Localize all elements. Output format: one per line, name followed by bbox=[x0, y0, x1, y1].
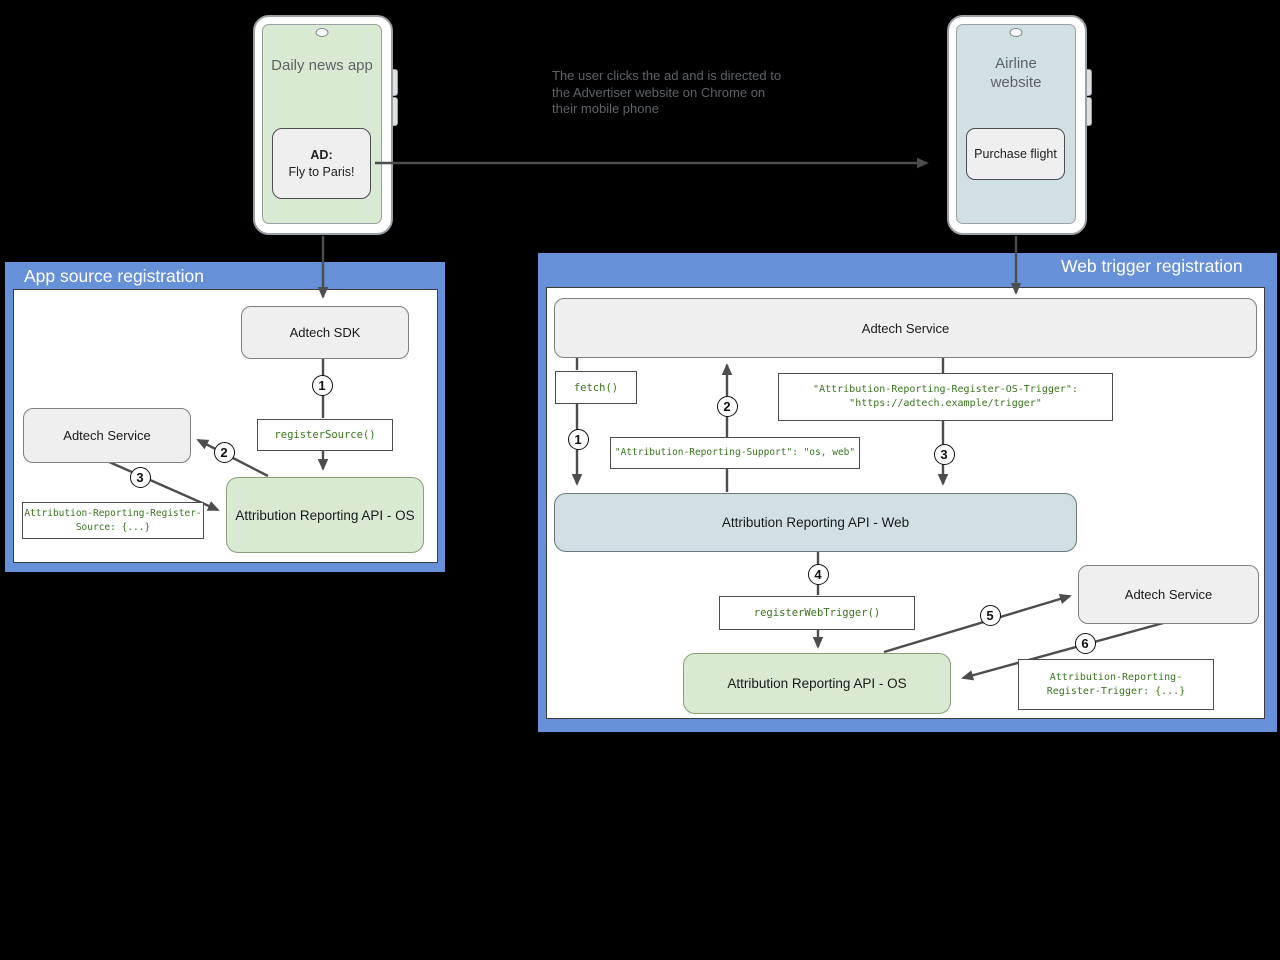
step-3-badge: 3 bbox=[933, 443, 955, 465]
step-4-badge: 4 bbox=[807, 563, 829, 585]
step-1-badge: 1 bbox=[311, 374, 333, 396]
register-source-call: registerSource() bbox=[274, 429, 376, 441]
daily-news-phone: Daily news app AD: Fly to Paris! bbox=[253, 15, 398, 235]
attribution-api-web-box: Attribution Reporting API - Web bbox=[554, 493, 1077, 552]
phone-camera-icon bbox=[315, 28, 329, 37]
step-2-badge: 2 bbox=[213, 441, 235, 463]
support-header: "Attribution-Reporting-Support": "os, we… bbox=[614, 447, 856, 458]
attribution-api-os-label: Attribution Reporting API - OS bbox=[727, 676, 907, 691]
adtech-service-box: Adtech Service bbox=[23, 408, 191, 463]
web-trigger-panel-title: Web trigger registration bbox=[1061, 256, 1243, 276]
airline-website-screen: Airline website Purchase flight bbox=[956, 24, 1076, 224]
register-trigger-header-box: Attribution-Reporting- Register-Trigger:… bbox=[1018, 659, 1214, 710]
register-source-header: Attribution-Reporting-Register- Source: … bbox=[24, 507, 202, 533]
os-trigger-header-box: "Attribution-Reporting-Register-OS-Trigg… bbox=[778, 373, 1113, 421]
ad-heading: AD: bbox=[310, 147, 333, 162]
adtech-service-top-label: Adtech Service bbox=[861, 320, 950, 336]
ad-fly-to-paris[interactable]: AD: Fly to Paris! bbox=[272, 128, 371, 199]
attribution-api-os-label: Attribution Reporting API - OS bbox=[235, 507, 415, 523]
attribution-api-web-label: Attribution Reporting API - Web bbox=[721, 515, 910, 530]
site-title: Airline website bbox=[990, 55, 1042, 91]
phone-camera-icon bbox=[1009, 28, 1023, 37]
purchase-flight-label: Purchase flight bbox=[974, 146, 1057, 161]
daily-news-app-screen: Daily news app AD: Fly to Paris! bbox=[262, 24, 382, 224]
attribution-api-os-web-panel-box: Attribution Reporting API - OS bbox=[683, 653, 951, 714]
purchase-flight-button[interactable]: Purchase flight bbox=[966, 128, 1065, 180]
adtech-service-top-box: Adtech Service bbox=[554, 298, 1257, 358]
adtech-sdk-box: Adtech SDK bbox=[241, 306, 409, 359]
register-source-call-box: registerSource() bbox=[257, 419, 393, 451]
adtech-sdk-label: Adtech SDK bbox=[289, 325, 361, 340]
adtech-service-side-box: Adtech Service bbox=[1078, 565, 1259, 624]
adtech-service-label: Adtech Service bbox=[63, 428, 151, 443]
support-header-box: "Attribution-Reporting-Support": "os, we… bbox=[610, 437, 860, 469]
register-trigger-header: Attribution-Reporting- Register-Trigger:… bbox=[1046, 671, 1186, 697]
register-web-trigger-call-box: registerWebTrigger() bbox=[719, 596, 915, 630]
app-title: Daily news app bbox=[271, 57, 373, 74]
user-click-annotation: The user clicks the ad and is directed t… bbox=[552, 68, 782, 116]
adtech-service-side-label: Adtech Service bbox=[1124, 587, 1213, 602]
airline-phone: Airline website Purchase flight bbox=[947, 15, 1092, 235]
step-6-badge: 6 bbox=[1074, 632, 1096, 654]
attribution-api-os-box: Attribution Reporting API - OS bbox=[226, 477, 424, 553]
fetch-call: fetch() bbox=[573, 381, 619, 394]
step-1-badge: 1 bbox=[567, 428, 589, 450]
step-3-badge: 3 bbox=[129, 466, 151, 488]
app-source-panel-title: App source registration bbox=[24, 266, 204, 286]
os-trigger-header: "Attribution-Reporting-Register-OS-Trigg… bbox=[813, 384, 1078, 409]
fetch-call-box: fetch() bbox=[555, 371, 637, 404]
register-source-header-box: Attribution-Reporting-Register- Source: … bbox=[22, 502, 204, 539]
step-5-badge: 5 bbox=[979, 604, 1001, 626]
step-2-badge: 2 bbox=[716, 395, 738, 417]
ad-text: Fly to Paris! bbox=[288, 164, 355, 179]
register-web-trigger-call: registerWebTrigger() bbox=[753, 607, 881, 619]
